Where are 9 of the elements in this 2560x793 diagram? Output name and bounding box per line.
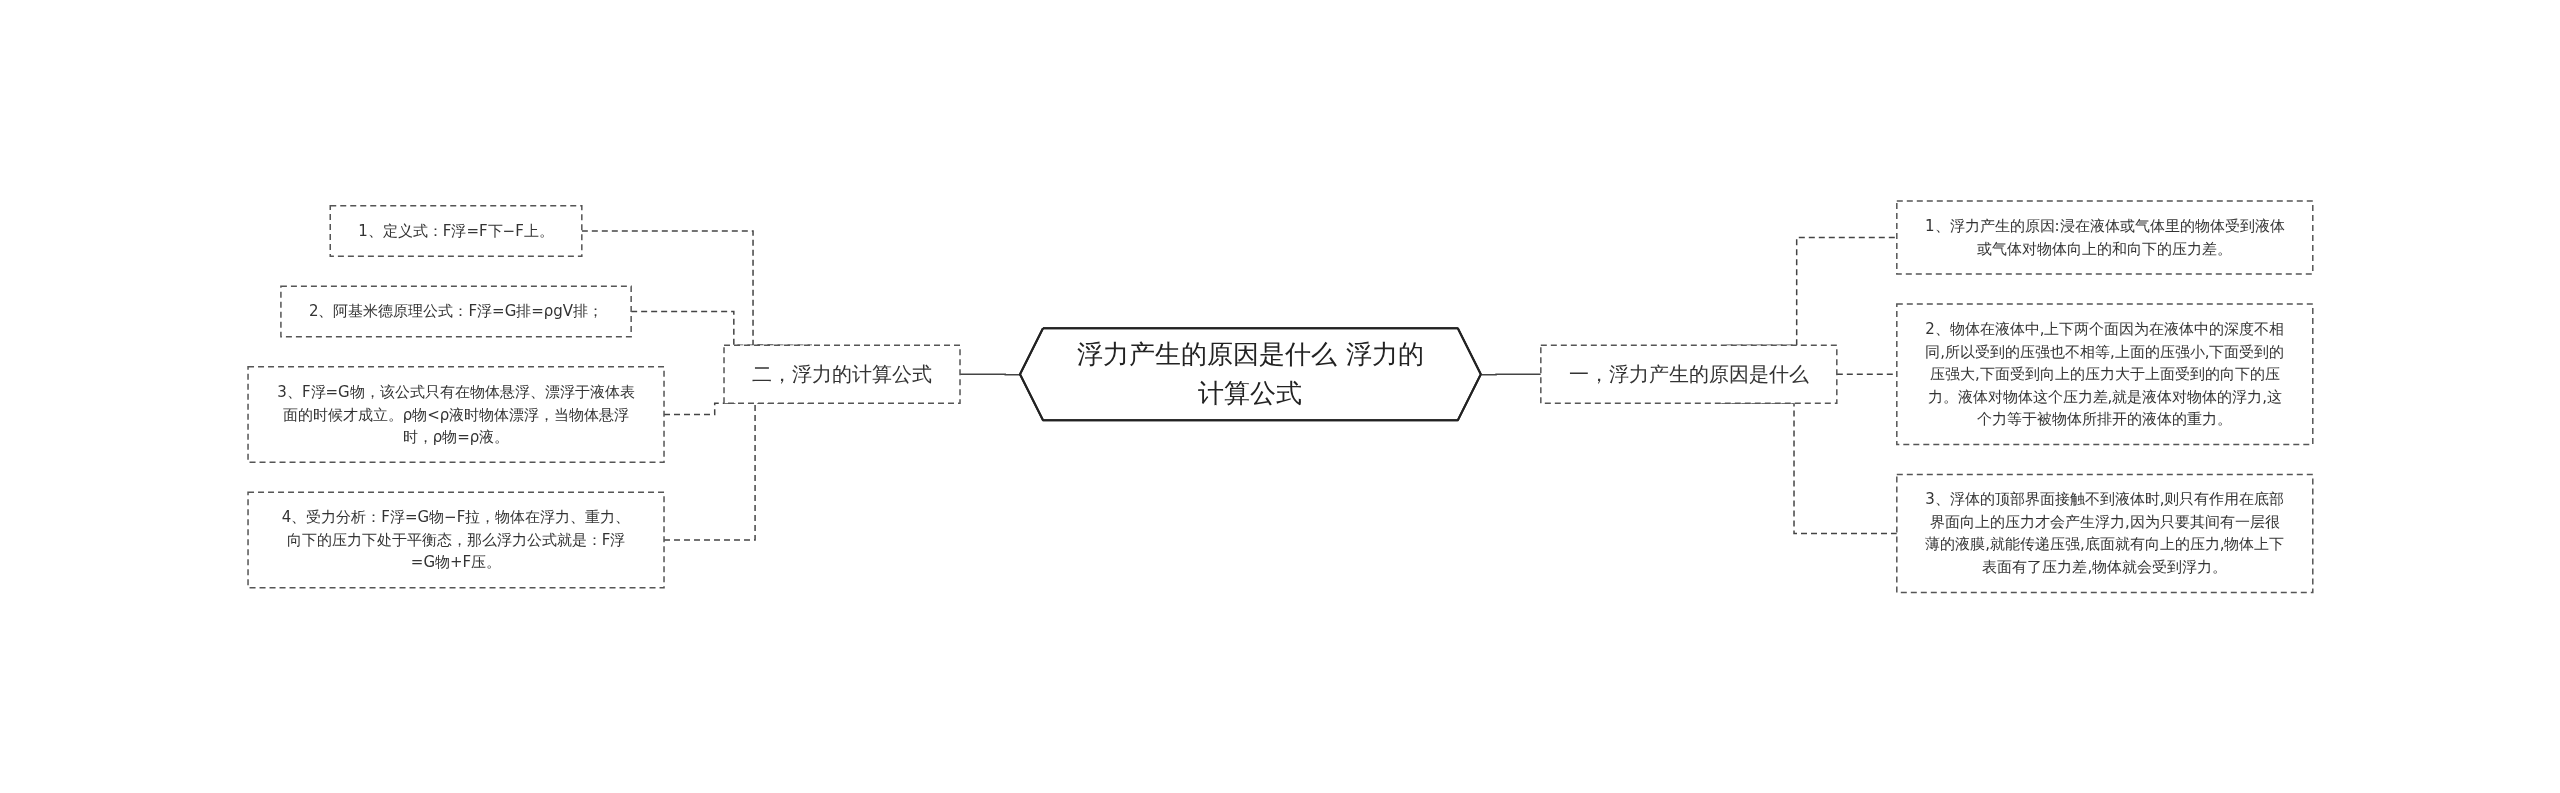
node-box: 一，浮力产生的原因是什么 [1539, 344, 1838, 404]
node-box: 3、F浮=G物，该公式只有在物体悬浮、漂浮于液体表面的时候才成立。ρ物<ρ液时物体漂浮，当物体悬浮时，ρ物=ρ液。 [246, 365, 665, 463]
node-box: 1、定义式：F浮=F下−F上。 [329, 204, 583, 257]
node-box: 2、阿基米德原理公式：F浮=G排=ρgV排； [279, 285, 632, 338]
node-box: 4、受力分析：F浮=G物−F拉，物体在浮力、重力、向下的压力下处于平衡态，那么浮力公式就是：F浮=G物+F压。 [246, 491, 665, 589]
node-box: 2、物体在液体中,上下两个面因为在液体中的深度不相同,所以受到的压强也不相等,上面的压强小,下面受到的压强大,下面受到向上的压力大于上面受到的向下的压力。液体对物体这个压力差,就是液体对物体的浮力,这个力等于被物体所排开的液体的重力。 [1895, 303, 2314, 445]
node-box: 二，浮力的计算公式 [722, 344, 961, 404]
node-box: 1、浮力产生的原因:浸在液体或气体里的物体受到液体或气体对物体向上的和向下的压力差。 [1895, 200, 2314, 275]
node-box: 3、浮体的顶部界面接触不到液体时,则只有作用在底部界面向上的压力才会产生浮力,因为只要其间有一层很薄的液膜,就能传递压强,底面就有向上的压力,物体上下表面有了压力差,物体就会受到浮力。 [1895, 473, 2314, 593]
